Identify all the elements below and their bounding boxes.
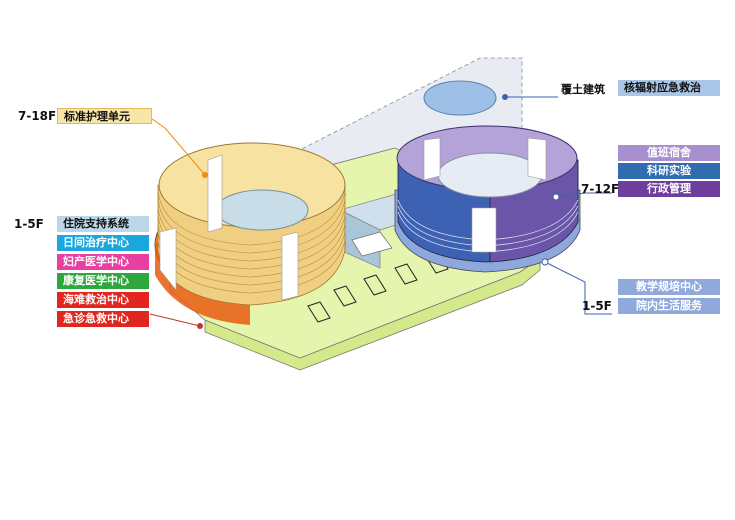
earth-cover-mound [423,80,497,116]
maritime-rescue-tag: 海难救治中心 [57,292,149,308]
leader-dots [197,94,560,329]
research-tag: 科研实验 [618,163,720,179]
rehab-tag: 康复医学中心 [57,273,149,289]
maternity-tag: 妇产医学中心 [57,254,149,270]
leader-lines [151,118,206,176]
emergency-tag: 急诊急救中心 [57,311,149,327]
nuclear-emergency-tag: 核辐射应急救治 [618,80,720,96]
right-tower-gaps [423,137,547,253]
leader-lines-left-lower [149,313,201,327]
leader-lines-right [505,96,612,315]
support-tag: 住院支持系统 [57,216,149,232]
left-tower-atrium [215,189,309,231]
standard-care-tag: 标准护理单元 [57,108,152,124]
left-upper-floors: 7-18F [18,109,57,123]
courtyard-void [351,231,393,257]
right-tower-atrium [437,152,543,198]
admin-tag: 行政管理 [618,181,720,197]
day-treatment-tag: 日间治疗中心 [57,235,149,251]
right-lower-floors: 1-5F [582,299,612,313]
dorm-tag: 值班宿舍 [618,145,720,161]
earth-cover-label: 覆土建筑 [561,83,605,96]
left-tower-gaps [159,154,299,301]
left-lower-floors: 1-5F [14,217,44,231]
right-upper-floors: 7-12F [581,182,620,196]
teaching-tag: 教学规培中心 [618,279,720,295]
living-services-tag: 院内生活服务 [618,298,720,314]
